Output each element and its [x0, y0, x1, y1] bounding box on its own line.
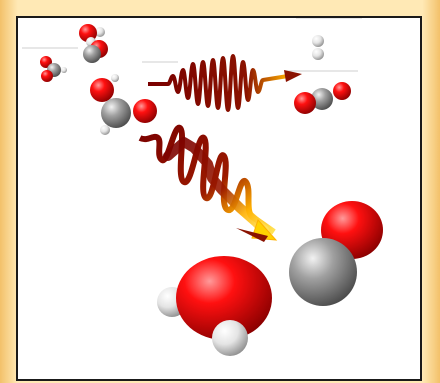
figure-frame: [16, 16, 422, 381]
methanol-molecule-small: [40, 56, 67, 82]
water-molecule-small: [79, 24, 105, 47]
light-pulse-diagonal: [138, 124, 278, 242]
carbon-dioxide-molecule: [294, 82, 351, 114]
hydrogen-molecule: [312, 35, 324, 60]
carbon-monoxide-molecule-large: [289, 201, 383, 306]
water-molecule-large: [157, 256, 272, 356]
molecule-reaction-illustration: [22, 18, 383, 356]
carbon-monoxide-molecule-small: [83, 40, 108, 63]
formic-acid-molecule: [90, 74, 157, 135]
guide-lines: [22, 18, 362, 72]
light-pulse-horizontal: [148, 54, 302, 112]
